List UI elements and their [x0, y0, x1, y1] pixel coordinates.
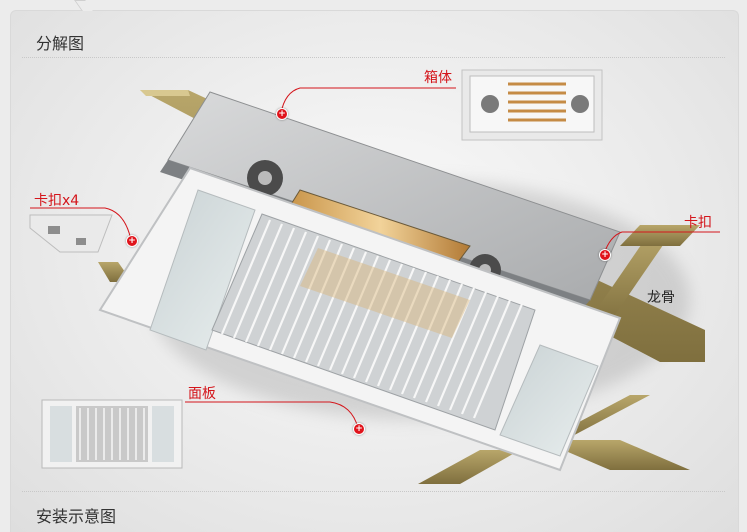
keel-label: 龙骨	[647, 290, 675, 306]
clip-thumbnail	[29, 214, 113, 253]
install-view-title: 安装示意图	[36, 507, 117, 526]
keel-cross-right	[586, 232, 672, 325]
grille-slats	[220, 219, 524, 419]
divider-top	[22, 57, 725, 58]
exploded-view-title: 分解图	[36, 34, 85, 53]
callout-clips-label: 卡扣x4	[34, 193, 80, 209]
keel-main-top	[140, 90, 190, 96]
divider-bottom	[22, 491, 725, 492]
keel-bottom-1	[418, 450, 520, 484]
marker-panel-icon: +	[353, 423, 365, 435]
marker-clips-icon: +	[126, 235, 138, 247]
marker-housing-icon: +	[276, 108, 288, 120]
leader-clips	[30, 207, 132, 241]
panel-thumbnail	[41, 399, 183, 469]
leader-housing	[280, 87, 456, 114]
face-panel	[98, 166, 622, 472]
keel-bottom-2	[540, 440, 690, 470]
callout-housing-label: 箱体	[424, 70, 452, 86]
marker-clip-icon: +	[599, 249, 611, 261]
housing-thumbnail	[461, 69, 603, 141]
callout-panel-label: 面板	[188, 386, 216, 402]
keel-cross-right-top	[620, 225, 700, 246]
callout-clip-label: 卡扣	[684, 215, 712, 231]
